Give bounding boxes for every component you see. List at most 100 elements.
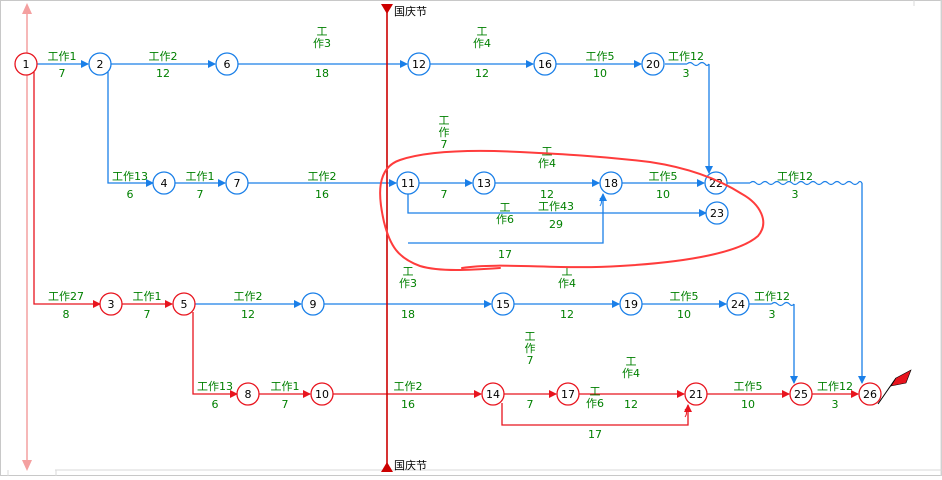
event-node[interactable]: 23	[705, 201, 729, 225]
event-node-number: 18	[604, 177, 618, 190]
activity-name: 工作6	[496, 201, 514, 226]
event-node[interactable]: 19	[619, 292, 643, 316]
event-node-number: 9	[310, 298, 317, 311]
event-node-circle	[310, 382, 334, 406]
event-node[interactable]: 4	[152, 171, 176, 195]
event-node[interactable]: 26	[858, 382, 882, 406]
event-node-number: 6	[224, 58, 231, 71]
event-node-number: 23	[710, 207, 724, 220]
event-node[interactable]: 25	[789, 382, 813, 406]
activity-duration: 3	[683, 67, 690, 80]
activity-duration: 18	[315, 67, 329, 80]
activity-duration: 12	[540, 188, 554, 201]
activity-name: 工作43	[538, 200, 574, 213]
activity-arrow[interactable]	[192, 312, 238, 398]
activity-arrow[interactable]	[33, 72, 101, 308]
event-node-circle	[14, 52, 38, 76]
activity-arrow[interactable]	[665, 61, 713, 174]
activity-duration: 12	[156, 67, 170, 80]
event-node[interactable]: 16	[533, 52, 557, 76]
milestone-bottom-marker-icon	[381, 462, 393, 472]
activity-name: 工作27	[48, 290, 84, 303]
event-node-number: 8	[245, 388, 252, 401]
event-node[interactable]: 13	[472, 171, 496, 195]
activity-duration: 7	[282, 398, 289, 411]
event-node[interactable]: 20	[641, 52, 665, 76]
activity-duration: 7	[144, 308, 151, 321]
event-node-number: 4	[161, 177, 168, 190]
hand-drawn-highlight-loop	[379, 149, 765, 271]
activity-name: 工作12	[754, 290, 790, 303]
activity-arrow[interactable]	[749, 301, 798, 384]
activity-name: 工作3	[313, 25, 331, 50]
event-node[interactable]: 2	[88, 52, 112, 76]
event-node-number: 5	[181, 298, 188, 311]
activity-line	[33, 72, 101, 308]
activity-arrow[interactable]	[727, 180, 866, 384]
activity-duration: 10	[741, 398, 755, 411]
activity-arrow[interactable]	[107, 72, 154, 187]
event-node[interactable]: 24	[726, 292, 750, 316]
activity-name: 工作1	[271, 380, 300, 393]
event-node-number: 2	[97, 58, 104, 71]
activity-duration: 3	[792, 188, 799, 201]
activity-duration: 7	[197, 188, 204, 201]
activity-name: 工作12	[668, 50, 704, 63]
activity-duration: 8	[63, 308, 70, 321]
event-node[interactable]: 18	[599, 171, 623, 195]
event-node[interactable]: 9	[301, 292, 325, 316]
event-node[interactable]: 10	[310, 382, 334, 406]
activity-duration: 16	[315, 188, 329, 201]
activity-name: 工作1	[186, 170, 215, 183]
activity-name: 工作13	[197, 380, 233, 393]
milestone-label-top: 国庆节	[394, 4, 427, 18]
activity-name: 工作12	[777, 170, 813, 183]
activity-arrow[interactable]	[408, 193, 607, 244]
event-node-circle	[301, 292, 325, 316]
event-node-circle	[215, 52, 239, 76]
event-node[interactable]: 15	[491, 292, 515, 316]
event-node[interactable]: 5	[172, 292, 196, 316]
activity-name: 工作13	[112, 170, 148, 183]
activity-duration: 12	[475, 67, 489, 80]
event-node[interactable]: 7	[225, 171, 249, 195]
activity-duration: 12	[624, 398, 638, 411]
activity-name: 工作2	[308, 170, 337, 183]
event-node-number: 3	[108, 298, 115, 311]
event-node-circle	[556, 382, 580, 406]
activity-name: 工作6	[586, 385, 604, 410]
event-node[interactable]: 21	[684, 382, 708, 406]
event-node-circle	[789, 382, 813, 406]
finish-flag-icon	[877, 369, 912, 405]
activity-line	[107, 72, 154, 187]
activity-duration: 12	[241, 308, 255, 321]
activity-name: 工作5	[734, 380, 763, 393]
event-node[interactable]: 17	[556, 382, 580, 406]
event-node-number: 16	[538, 58, 552, 71]
event-node-number: 21	[689, 388, 703, 401]
event-node-number: 24	[731, 298, 745, 311]
event-node[interactable]: 3	[99, 292, 123, 316]
event-node[interactable]: 6	[215, 52, 239, 76]
activity-arrow[interactable]	[407, 194, 707, 217]
activity-name: 工作12	[817, 380, 853, 393]
event-node-circle	[88, 52, 112, 76]
event-node[interactable]: 11	[396, 171, 420, 195]
event-node[interactable]: 1	[14, 52, 38, 76]
event-node[interactable]: 14	[481, 382, 505, 406]
event-node[interactable]: 12	[407, 52, 431, 76]
activity-name: 工作3	[399, 265, 417, 290]
event-node-circle	[491, 292, 515, 316]
activity-duration: 29	[549, 218, 563, 231]
milestone-top-marker-icon	[381, 4, 393, 14]
activity-arrow[interactable]	[501, 403, 692, 426]
event-node-circle	[172, 292, 196, 316]
event-node-number: 11	[401, 177, 415, 190]
event-node[interactable]: 8	[236, 382, 260, 406]
activity-duration: 12	[560, 308, 574, 321]
event-node-circle	[533, 52, 557, 76]
